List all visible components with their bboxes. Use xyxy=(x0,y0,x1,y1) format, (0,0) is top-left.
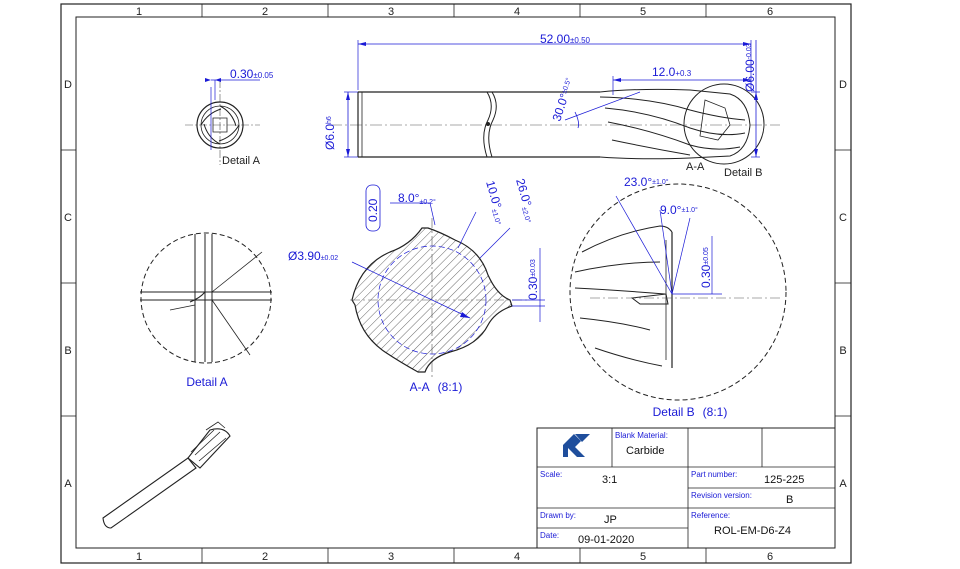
section-aa-marker: A-A xyxy=(686,161,705,173)
isometric-view xyxy=(102,421,231,529)
shank-dia-dim: Ø6.0h6 xyxy=(323,116,337,150)
col-label-top-6: 6 xyxy=(767,6,773,18)
col-label-bottom-1: 1 xyxy=(136,551,142,563)
col-label-bottom-4: 4 xyxy=(514,551,520,563)
detail-a-small-label: Detail A xyxy=(222,155,261,167)
detail-b-small-label: Detail B xyxy=(724,167,763,179)
detail-a-width-dim: 0.30±0.05 xyxy=(230,67,274,81)
land-b-dim: 0.30±0.05 xyxy=(699,247,713,288)
row-label-left-a: A xyxy=(64,478,72,490)
row-label-right-a: A xyxy=(839,478,847,490)
title-block xyxy=(536,427,836,549)
drawn-by-label: Drawn by: xyxy=(540,511,576,520)
row-label-left-c: C xyxy=(64,212,72,224)
blank-material-label: Blank Material: xyxy=(615,431,668,440)
section-view-label: A-A(8:1) xyxy=(410,380,463,394)
land-aa-dim: 0.30±0.03 xyxy=(526,259,540,300)
gash-width-dim: 0.20 xyxy=(366,198,380,222)
row-label-left-b: B xyxy=(64,345,71,357)
inner-frame xyxy=(75,16,836,549)
detail-b-label: Detail B(8:1) xyxy=(653,405,728,419)
side-view xyxy=(330,40,780,165)
angle-9-dim: 9.0°±1.0° xyxy=(660,203,698,217)
drawn-by-value: JP xyxy=(604,514,617,526)
blank-material-value: Carbide xyxy=(626,445,665,457)
angle-26-dim: 26.0°±2.0° xyxy=(512,177,539,224)
row-label-right-b: B xyxy=(839,345,846,357)
date-label: Date: xyxy=(540,531,559,540)
col-label-bottom-6: 6 xyxy=(767,551,773,563)
angle-10-dim: 10.0°±1.0° xyxy=(482,179,509,226)
helix-angle-dim: 30.0°±0.5° xyxy=(550,76,577,123)
date-value: 09-01-2020 xyxy=(578,534,634,546)
scale-value: 3:1 xyxy=(602,474,617,486)
col-label-top-5: 5 xyxy=(640,6,646,18)
detail-a-label: Detail A xyxy=(186,375,227,389)
company-logo xyxy=(563,434,590,457)
detail-a-view xyxy=(140,232,272,364)
reference-value: ROL-EM-D6-Z4 xyxy=(714,525,791,537)
row-label-right-c: C xyxy=(839,212,847,224)
col-label-top-2: 2 xyxy=(262,6,268,18)
angle-8-dim: 8.0°±0.2° xyxy=(398,191,436,206)
col-label-top-1: 1 xyxy=(136,6,142,18)
angle-23-dim: 23.0°±1.0° xyxy=(624,175,669,189)
part-number-label: Part number: xyxy=(691,470,737,479)
outer-frame xyxy=(60,3,852,564)
reference-label: Reference: xyxy=(691,511,730,520)
col-label-bottom-5: 5 xyxy=(640,551,646,563)
row-label-right-d: D xyxy=(839,79,847,91)
end-view xyxy=(185,78,260,165)
core-dia-dim: Ø3.90±0.02 xyxy=(288,249,338,263)
col-label-top-4: 4 xyxy=(514,6,520,18)
diameter-right-dim: Ø6.00-0.03 xyxy=(743,43,757,92)
revision-label: Revision version: xyxy=(691,491,752,500)
col-label-top-3: 3 xyxy=(388,6,394,18)
section-aa-view xyxy=(350,184,545,380)
zone-ticks xyxy=(61,4,851,563)
part-number-value: 125-225 xyxy=(764,474,804,486)
detail-b-view xyxy=(569,183,787,401)
scale-label: Scale: xyxy=(540,470,562,479)
col-label-bottom-2: 2 xyxy=(262,551,268,563)
col-label-bottom-3: 3 xyxy=(388,551,394,563)
length-dim: 52.00±0.50 xyxy=(540,32,591,46)
revision-value: B xyxy=(786,494,793,506)
row-label-left-d: D xyxy=(64,79,72,91)
flute-length-dim: 12.0+0.3 xyxy=(652,65,692,79)
